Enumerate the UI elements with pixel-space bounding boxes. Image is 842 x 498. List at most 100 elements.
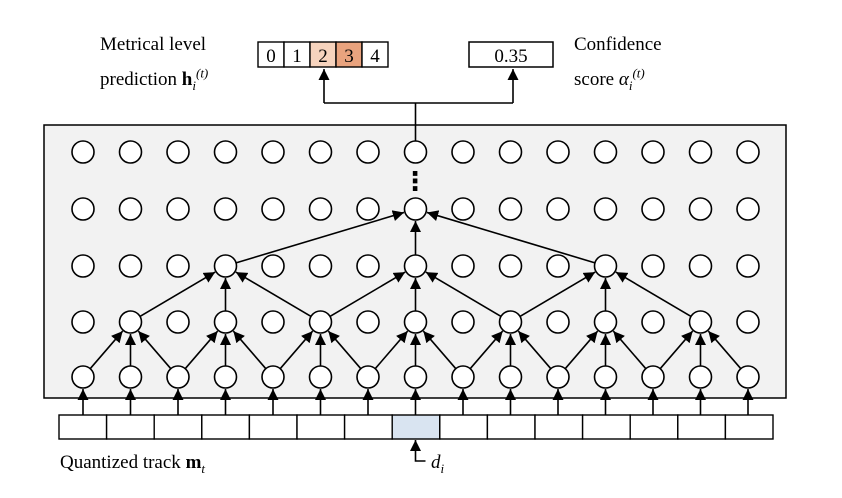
network-edge xyxy=(612,330,647,370)
network-node xyxy=(593,310,618,334)
pointer-label: di xyxy=(431,450,444,476)
network-node xyxy=(498,197,523,221)
track-cell xyxy=(486,414,536,440)
network-edge xyxy=(519,271,596,318)
network-node xyxy=(356,140,380,164)
pointer-sub: i xyxy=(440,460,445,476)
network-edge xyxy=(139,271,216,318)
network-node xyxy=(308,365,333,389)
network-edge xyxy=(374,330,409,370)
network-node xyxy=(688,140,713,164)
metrical-prediction-label: prediction hi(t) xyxy=(100,67,208,93)
track-cell xyxy=(58,414,108,440)
network-edge xyxy=(659,330,694,370)
network-edge xyxy=(327,330,362,370)
track-cell xyxy=(296,414,346,440)
network-node xyxy=(736,310,760,334)
network-node xyxy=(641,254,665,278)
level-cell xyxy=(361,41,389,68)
network-node xyxy=(213,140,238,164)
level-cell xyxy=(309,41,337,68)
network-node xyxy=(451,365,475,389)
track-cell xyxy=(724,414,774,440)
network-node xyxy=(166,365,190,389)
network-node xyxy=(261,310,285,334)
network-node xyxy=(736,197,760,221)
network-edge xyxy=(564,330,599,370)
track-cell xyxy=(343,414,393,440)
track-cell xyxy=(201,414,251,440)
network-node xyxy=(261,365,285,389)
network-edge xyxy=(422,330,457,370)
network-node xyxy=(498,140,523,164)
network-node xyxy=(498,365,523,389)
network-edge xyxy=(184,330,219,370)
confidence-symbol: α xyxy=(618,69,629,90)
network-node xyxy=(736,140,760,164)
network-edge xyxy=(469,330,504,370)
network-node xyxy=(593,365,618,389)
network-node xyxy=(261,254,285,278)
track-sub: t xyxy=(201,460,206,476)
level-cell-label: 4 xyxy=(370,46,380,67)
confidence-score-label: score αi(t) xyxy=(574,67,645,93)
network-node xyxy=(451,197,475,221)
network-edge xyxy=(426,210,596,264)
network-edge xyxy=(615,271,692,318)
network-node xyxy=(213,254,238,278)
network-node xyxy=(213,197,238,221)
network-node xyxy=(356,254,380,278)
metrical-prediction-text: prediction xyxy=(100,69,182,90)
network-node xyxy=(308,310,333,334)
level-cell-label: 0 xyxy=(266,46,276,67)
network-node xyxy=(451,310,475,334)
level-cell-label: 1 xyxy=(292,46,302,67)
track-symbol: m xyxy=(185,452,202,473)
network-edge xyxy=(89,330,124,370)
network-edge xyxy=(235,271,312,318)
network-node xyxy=(71,310,95,334)
network-edge xyxy=(235,210,405,264)
network-node xyxy=(451,254,475,278)
track-cell xyxy=(581,414,631,440)
network-node xyxy=(641,197,665,221)
pointer-symbol: d xyxy=(431,452,441,473)
output-links xyxy=(318,69,519,141)
pointer-arrow xyxy=(409,440,426,462)
network-node xyxy=(261,197,285,221)
confidence-score-box: 0.35 xyxy=(468,41,554,68)
network-edge xyxy=(329,271,406,318)
quantized-track xyxy=(58,389,774,462)
network-node xyxy=(403,254,428,278)
network-node xyxy=(546,197,570,221)
network-edge xyxy=(425,271,502,318)
network-node xyxy=(403,140,428,164)
network-node xyxy=(71,197,95,221)
network-node xyxy=(213,365,238,389)
network-node xyxy=(641,365,665,389)
network-node xyxy=(688,254,713,278)
network-node xyxy=(118,365,143,389)
network-node xyxy=(593,254,618,278)
network-node xyxy=(356,197,380,221)
confidence-label-line1: Confidence xyxy=(574,34,662,55)
network-node xyxy=(546,310,570,334)
network-node xyxy=(593,197,618,221)
network-node xyxy=(213,310,238,334)
network-node xyxy=(451,140,475,164)
network-node xyxy=(546,140,570,164)
network-node xyxy=(308,197,333,221)
ellipsis: ⋮ xyxy=(402,167,428,197)
network-edge xyxy=(279,330,314,370)
network-node xyxy=(118,140,143,164)
network-node xyxy=(403,310,428,334)
network-node xyxy=(403,197,428,221)
network-node xyxy=(498,254,523,278)
confidence-score-cell xyxy=(468,41,554,68)
track-cell xyxy=(153,414,203,440)
quantized-track-text: Quantized track xyxy=(60,452,186,473)
network-node xyxy=(118,310,143,334)
network-node xyxy=(118,197,143,221)
network-node xyxy=(736,365,760,389)
